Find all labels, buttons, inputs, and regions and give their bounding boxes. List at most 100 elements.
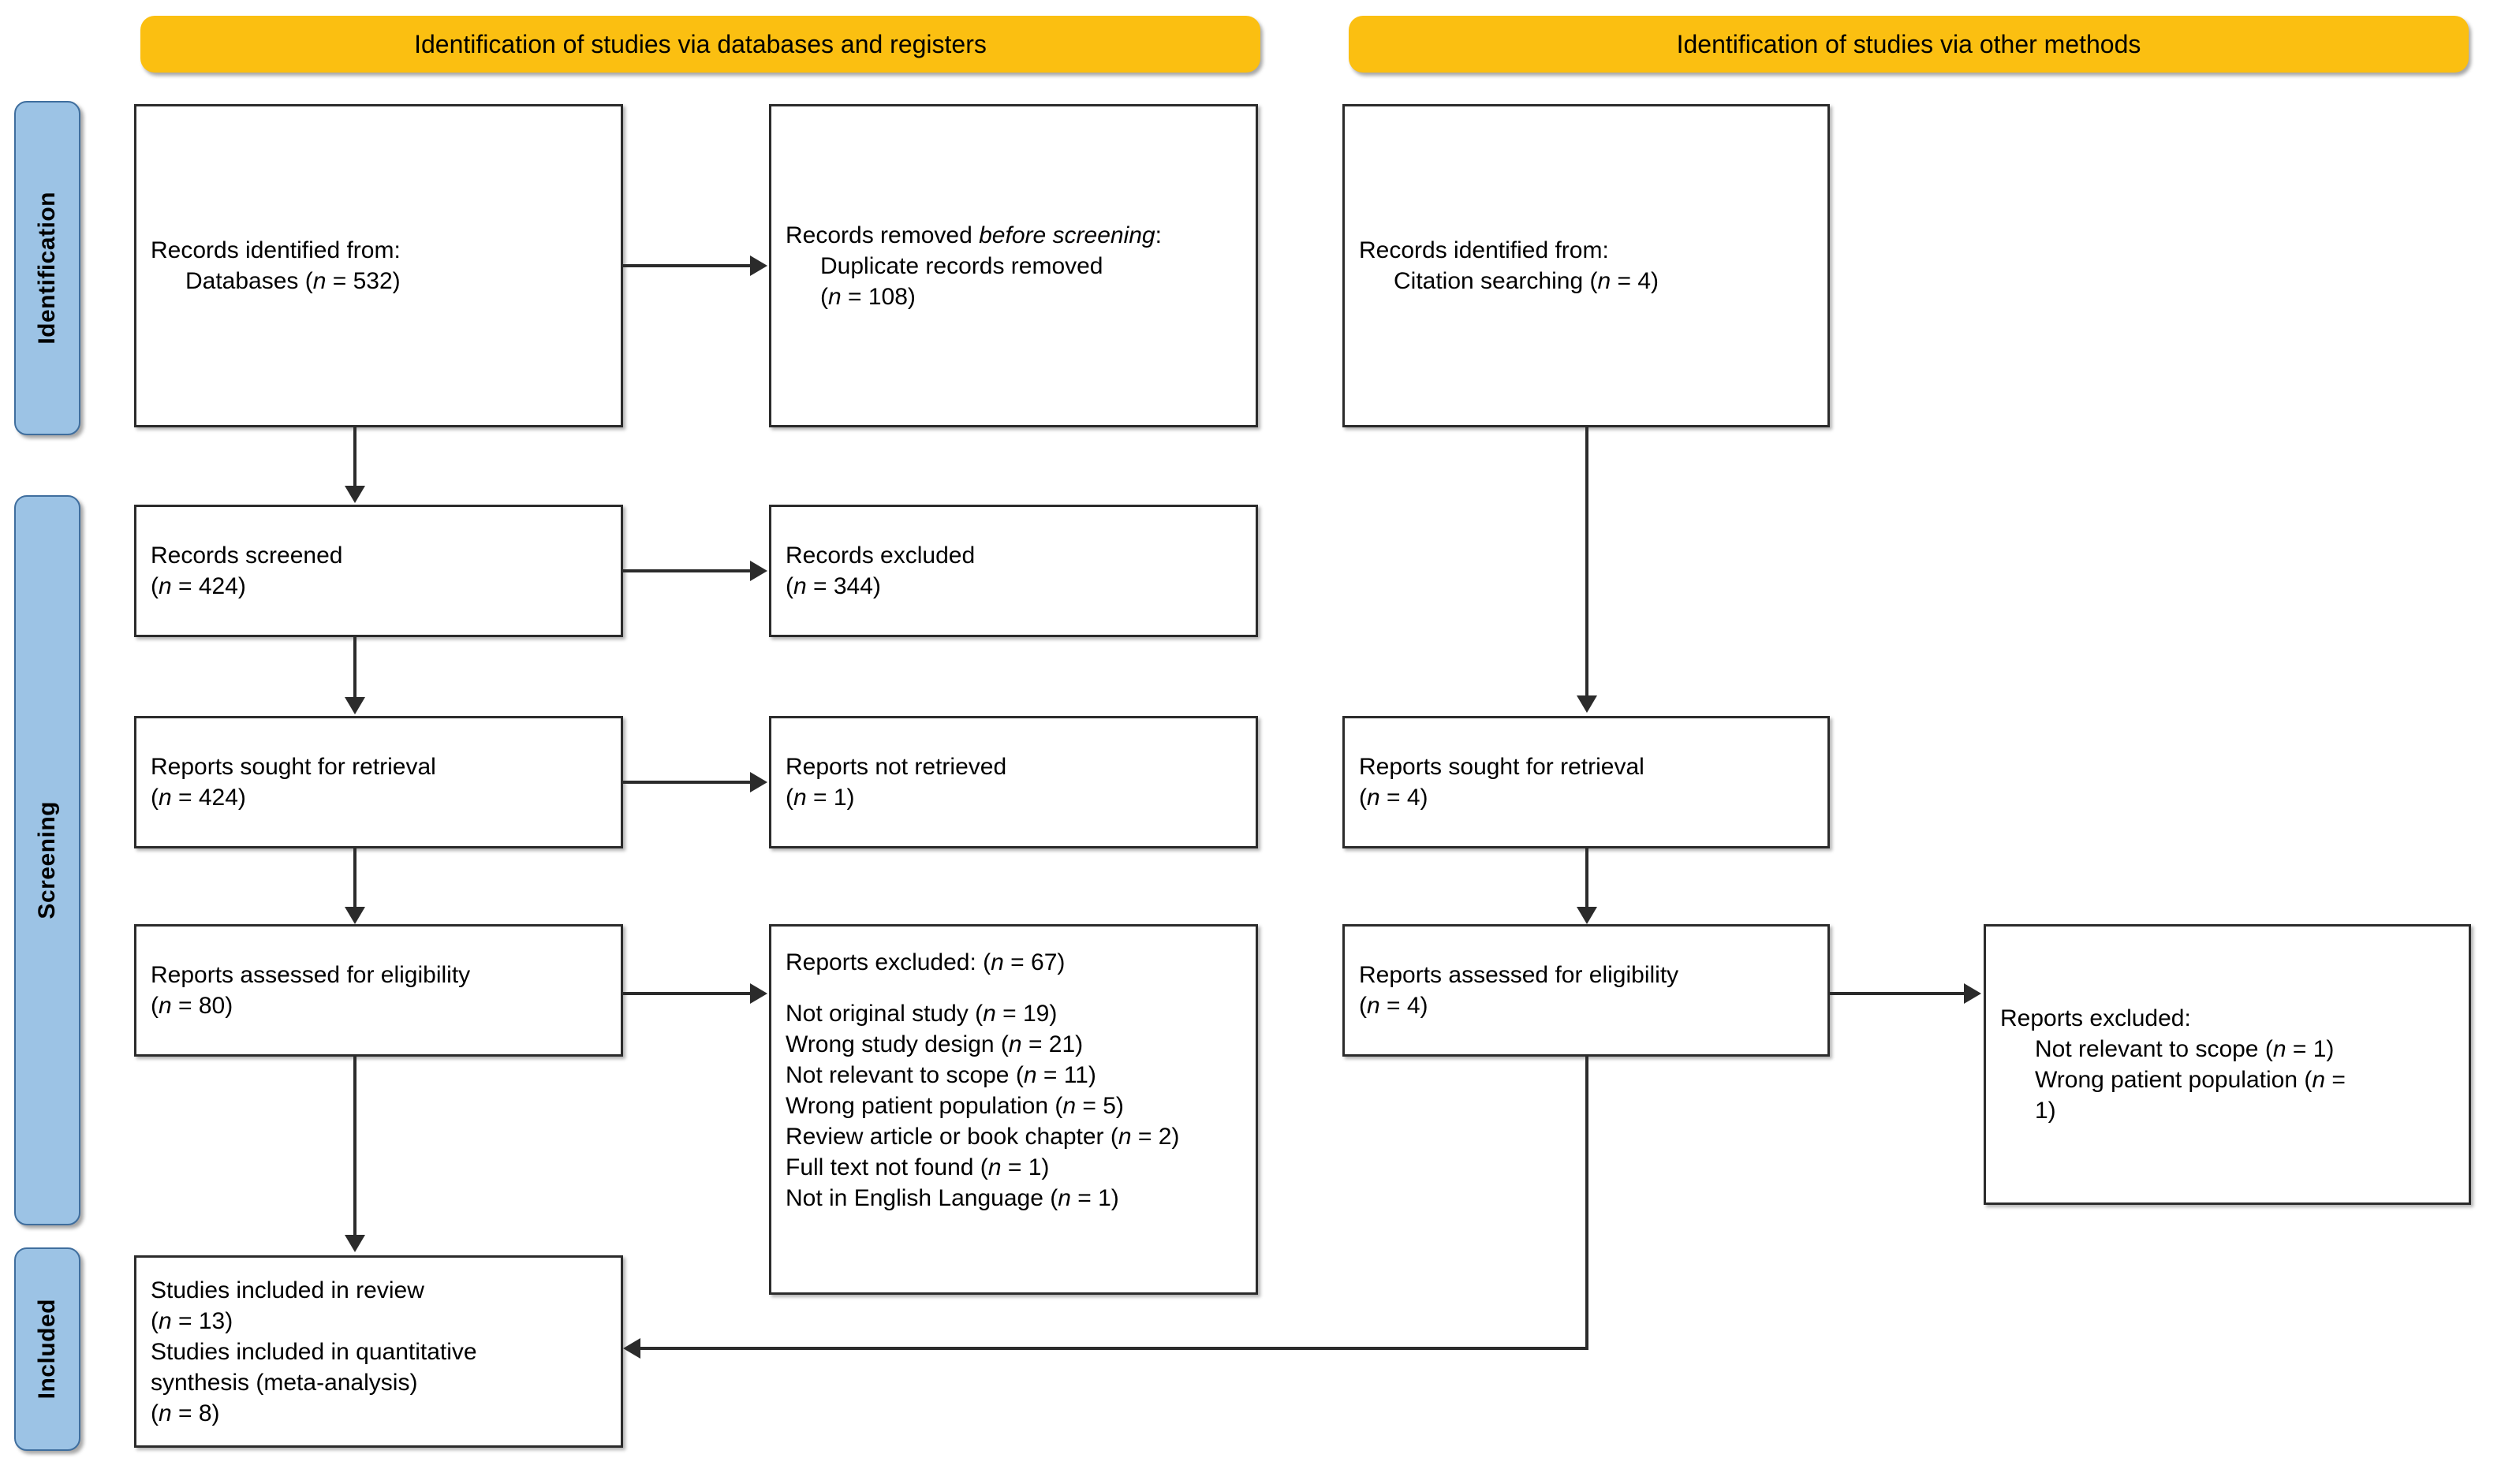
arrowhead-screened-to-excluded xyxy=(750,561,767,581)
box-reports-assessed-right: Reports assessed for eligibility (n = 4) xyxy=(1342,924,1830,1057)
box-reports-assessed-left: Reports assessed for eligibility (n = 80… xyxy=(134,924,623,1057)
records-identified-text: Records identified from: Databases (n = … xyxy=(136,235,621,296)
studies-included-line2: (n = 13) xyxy=(151,1307,233,1334)
reports-sought-left-line2: (n = 424) xyxy=(151,785,246,811)
reports-sought-left-line1: Reports sought for retrieval xyxy=(151,754,436,780)
connector-identified-to-screened xyxy=(353,427,356,489)
box-reports-sought-right: Reports sought for retrieval (n = 4) xyxy=(1342,716,1830,848)
reports-excluded-reason-5: Full text not found (n = 1) xyxy=(786,1154,1050,1180)
box-reports-excluded-reasons-left: Reports excluded: (n = 67) Not original … xyxy=(769,924,1258,1295)
records-excluded-text: Records excluded (n = 344) xyxy=(771,540,1256,602)
reports-excluded-right-reason-1: Wrong patient population (n = xyxy=(2035,1067,2346,1093)
arrowhead-screened-to-sought xyxy=(345,697,365,714)
connector-right-assessed-to-excluded xyxy=(1830,992,1965,995)
box-studies-included: Studies included in review (n = 13) Stud… xyxy=(134,1255,623,1448)
connector-right-to-included-horizontal xyxy=(640,1347,1588,1350)
records-removed-line4: (n = 108) xyxy=(820,283,916,310)
reports-excluded-right-reason-2: 1) xyxy=(2035,1098,2056,1124)
reports-assessed-right-line2: (n = 4) xyxy=(1359,993,1428,1019)
stage-label-identification: Identification xyxy=(14,101,80,435)
records-identified-citation-line2: Citation searching (n = 4) xyxy=(1394,268,1659,294)
arrowhead-sought-to-not-retrieved xyxy=(750,772,767,792)
banner-databases-registers: Identification of studies via databases … xyxy=(140,16,1260,73)
box-records-screened: Records screened (n = 424) xyxy=(134,505,623,637)
studies-included-text: Studies included in review (n = 13) Stud… xyxy=(136,1275,621,1429)
arrowhead-identified-to-screened xyxy=(345,486,365,503)
records-screened-text: Records screened (n = 424) xyxy=(136,540,621,602)
connector-assessed-to-reports-excluded xyxy=(623,992,752,995)
connector-sought-to-not-retrieved xyxy=(623,781,752,784)
spacer xyxy=(786,978,1241,998)
records-removed-line1-plain: Records removed xyxy=(786,222,980,248)
box-reports-not-retrieved: Reports not retrieved (n = 1) xyxy=(769,716,1258,848)
arrowhead-right-assessed-to-excluded xyxy=(1964,983,1981,1004)
stage-label-included: Included xyxy=(14,1247,80,1451)
reports-assessed-right-text: Reports assessed for eligibility (n = 4) xyxy=(1345,960,1827,1021)
stage-included-text: Included xyxy=(34,1299,60,1400)
banner-left-label: Identification of studies via databases … xyxy=(414,29,987,58)
reports-sought-left-text: Reports sought for retrieval (n = 424) xyxy=(136,751,621,813)
box-records-identified-citation: Records identified from: Citation search… xyxy=(1342,104,1830,427)
connector-screened-to-excluded xyxy=(623,569,752,572)
connector-sought-to-assessed xyxy=(353,848,356,910)
reports-assessed-left-line1: Reports assessed for eligibility xyxy=(151,962,471,988)
records-removed-line1: Records removed before xyxy=(786,222,1046,248)
banner-right-label: Identification of studies via other meth… xyxy=(1676,29,2141,58)
connector-screened-to-sought xyxy=(353,637,356,700)
box-reports-excluded-right: Reports excluded: Not relevant to scope … xyxy=(1984,924,2471,1205)
reports-excluded-right-reason-0: Not relevant to scope (n = 1) xyxy=(2035,1036,2335,1062)
arrowhead-assessed-to-included xyxy=(345,1235,365,1252)
reports-not-retrieved-line2: (n = 1) xyxy=(786,785,855,811)
stage-screening-text: Screening xyxy=(34,801,60,919)
records-removed-text: Records removed before screening: Duplic… xyxy=(771,220,1256,312)
reports-excluded-reason-4: Review article or book chapter (n = 2) xyxy=(786,1124,1180,1150)
reports-assessed-left-line2: (n = 80) xyxy=(151,993,233,1019)
studies-included-line1: Studies included in review xyxy=(151,1277,424,1303)
stage-label-screening: Screening xyxy=(14,495,80,1225)
records-removed-line2: screening: xyxy=(1053,222,1162,248)
records-removed-line3: Duplicate records removed xyxy=(820,252,1103,279)
reports-excluded-reason-6: Not in English Language (n = 1) xyxy=(786,1185,1119,1211)
studies-included-line5: (n = 8) xyxy=(151,1400,220,1426)
arrowhead-citation-to-sought xyxy=(1577,695,1597,713)
box-records-removed-before-screening: Records removed before screening: Duplic… xyxy=(769,104,1258,427)
stage-identification-text: Identification xyxy=(34,192,60,345)
reports-excluded-left-heading: Reports excluded: (n = 67) xyxy=(786,949,1066,975)
reports-assessed-left-text: Reports assessed for eligibility (n = 80… xyxy=(136,960,621,1021)
reports-not-retrieved-text: Reports not retrieved (n = 1) xyxy=(771,751,1256,813)
arrowhead-identified-to-removed xyxy=(750,255,767,276)
reports-not-retrieved-line1: Reports not retrieved xyxy=(786,754,1007,780)
reports-excluded-left-text: Reports excluded: (n = 67) Not original … xyxy=(771,927,1256,1214)
connector-right-assessed-down xyxy=(1585,1057,1588,1350)
records-excluded-line1: Records excluded xyxy=(786,543,976,569)
records-removed-line1-italic: before xyxy=(979,222,1047,248)
records-removed-colon: : xyxy=(1155,222,1162,248)
records-identified-line2: Databases (n = 532) xyxy=(185,268,401,294)
reports-excluded-right-heading: Reports excluded: xyxy=(2000,1005,2191,1031)
records-removed-line2-italic: screening xyxy=(1052,222,1155,248)
records-screened-line1: Records screened xyxy=(151,543,343,569)
records-screened-line2: (n = 424) xyxy=(151,573,246,599)
arrowhead-right-to-included xyxy=(623,1338,640,1359)
reports-sought-right-text: Reports sought for retrieval (n = 4) xyxy=(1345,751,1827,813)
connector-identified-to-removed xyxy=(623,264,752,267)
studies-included-line4: synthesis (meta-analysis) xyxy=(151,1369,418,1396)
arrowhead-sought-to-assessed xyxy=(345,907,365,924)
connector-right-sought-to-assessed xyxy=(1585,848,1588,910)
box-records-identified-databases: Records identified from: Databases (n = … xyxy=(134,104,623,427)
connector-assessed-to-included xyxy=(353,1057,356,1240)
box-reports-sought-left: Reports sought for retrieval (n = 424) xyxy=(134,716,623,848)
box-records-excluded: Records excluded (n = 344) xyxy=(769,505,1258,637)
reports-sought-right-line2: (n = 4) xyxy=(1359,785,1428,811)
records-identified-citation-text: Records identified from: Citation search… xyxy=(1345,235,1827,296)
banner-other-methods: Identification of studies via other meth… xyxy=(1349,16,2469,73)
reports-excluded-right-text: Reports excluded: Not relevant to scope … xyxy=(1986,1003,2469,1126)
reports-assessed-right-line1: Reports assessed for eligibility xyxy=(1359,962,1679,988)
arrowhead-right-sought-to-assessed xyxy=(1577,907,1597,924)
reports-sought-right-line1: Reports sought for retrieval xyxy=(1359,754,1644,780)
records-identified-citation-line1: Records identified from: xyxy=(1359,237,1609,263)
connector-citation-to-sought xyxy=(1585,427,1588,699)
arrowhead-assessed-to-reports-excluded xyxy=(750,983,767,1004)
records-excluded-line2: (n = 344) xyxy=(786,573,881,599)
